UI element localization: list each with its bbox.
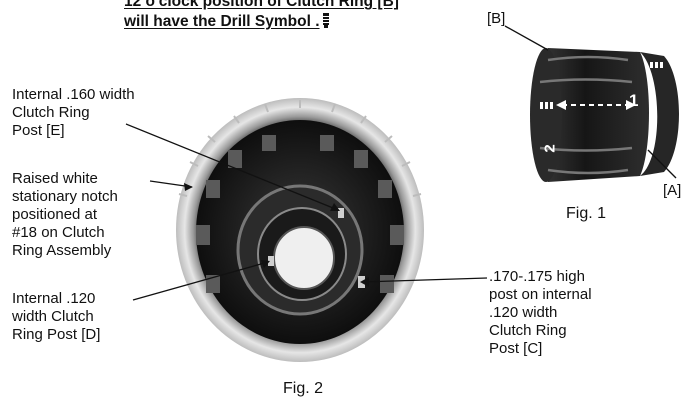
label-a: [A] — [663, 182, 682, 199]
callout-post-c-line3: .120 width — [489, 304, 558, 321]
callout-leader-lines — [125, 123, 488, 301]
callout-post-d-line3: Ring Post [D] — [12, 326, 101, 343]
callout-post-d-line2: width Clutch — [12, 308, 94, 325]
callout-post-e-line1: Internal .160 width — [12, 86, 135, 103]
callout-notch-line3: positioned at — [12, 206, 98, 223]
callout-post-c-line5: Post [C] — [489, 340, 543, 357]
callout-post-c-line1: .170-.175 high — [489, 268, 585, 285]
drill-symbol-icon — [322, 13, 329, 28]
callout-post-e-line3: Post [E] — [12, 122, 65, 139]
dial-number-2: 2 — [541, 144, 559, 153]
callout-notch-line1: Raised white — [12, 170, 98, 187]
callout-notch-line2: stationary notch — [12, 188, 118, 205]
callout-post-c-line2: post on internal — [489, 286, 592, 303]
clutch-ring-assembly-photo — [176, 98, 424, 362]
clutch-dial-photo — [504, 25, 679, 182]
dial-number-1: 1 — [629, 91, 639, 110]
heading-line-1: 12 o'clock position of Clutch Ring [B] — [124, 0, 399, 10]
callout-post-e-line2: Clutch Ring — [12, 104, 90, 121]
label-b: [B] — [487, 10, 506, 27]
fig1-caption: Fig. 1 — [566, 205, 607, 222]
fig2-caption: Fig. 2 — [283, 380, 324, 397]
callout-notch-line5: Ring Assembly — [12, 242, 112, 259]
callout-notch-line4: #18 on Clutch — [12, 224, 105, 241]
heading-line-2-text: will have the Drill Symbol . — [124, 13, 320, 30]
callout-post-d-line1: Internal .120 — [12, 290, 96, 307]
callout-post-c-line4: Clutch Ring — [489, 322, 567, 339]
heading-line-2: will have the Drill Symbol . — [124, 13, 329, 31]
